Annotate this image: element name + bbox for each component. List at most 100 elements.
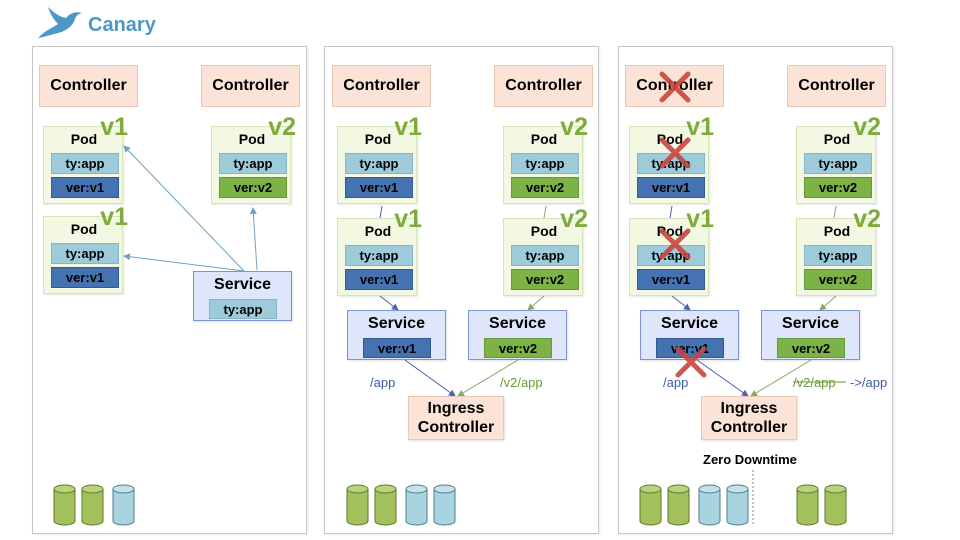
type-label: ty:app bbox=[804, 153, 872, 174]
path-v2-old: /v2/app bbox=[793, 375, 836, 390]
zero-downtime-label: Zero Downtime bbox=[703, 452, 797, 467]
pod-v1: Pod v1 ty:app ver:v1 bbox=[43, 115, 128, 204]
service-title: Service bbox=[661, 315, 718, 332]
version-label: ver:v1 bbox=[345, 269, 413, 290]
version-tag: v1 bbox=[686, 113, 714, 141]
version-label: ver:v1 bbox=[345, 177, 413, 198]
bird-icon bbox=[38, 7, 82, 38]
path-v1: /app bbox=[663, 375, 689, 390]
version-label: ver:v1 bbox=[637, 269, 705, 290]
version-label: ver:v2 bbox=[804, 269, 872, 290]
service-title: Service bbox=[214, 276, 271, 293]
version-tag: v1 bbox=[394, 205, 422, 233]
service-v2: Service ver:v2 bbox=[761, 310, 860, 360]
pod-label: Pod bbox=[364, 223, 392, 239]
ingress-controller: Ingress Controller bbox=[701, 396, 797, 440]
cross-icon bbox=[659, 137, 691, 169]
version-tag: v2 bbox=[560, 205, 588, 233]
pod-label: Pod bbox=[70, 131, 98, 147]
type-label: ty:app bbox=[345, 153, 413, 174]
version-tag: v1 bbox=[100, 203, 128, 231]
database-icon bbox=[405, 484, 428, 526]
version-label: ver:v1 bbox=[51, 177, 119, 198]
version-label: ver:v2 bbox=[511, 269, 579, 290]
pod-label: Pod bbox=[364, 131, 392, 147]
version-tag: v1 bbox=[686, 205, 714, 233]
database-icon bbox=[433, 484, 456, 526]
service-title: Service bbox=[489, 315, 546, 332]
service-selector: ver:v2 bbox=[484, 338, 552, 358]
ingress-line-2: Controller bbox=[710, 419, 788, 436]
database-icon bbox=[824, 484, 847, 526]
type-label: ty:app bbox=[637, 245, 705, 266]
service-selector: ver:v1 bbox=[363, 338, 431, 358]
service-selector: ver:v2 bbox=[777, 338, 845, 358]
pod-v1: Pod v1 ty:app ver:v1 bbox=[629, 207, 714, 296]
service: Service ty:app bbox=[193, 271, 292, 321]
type-label: ty:app bbox=[511, 153, 579, 174]
pod-v1: Pod v1 ty:app ver:v1 bbox=[337, 115, 422, 204]
path-v2-new: ->/app bbox=[850, 375, 888, 390]
pod-label: Pod bbox=[530, 223, 558, 239]
pod-label: Pod bbox=[823, 131, 851, 147]
version-tag: v2 bbox=[853, 113, 881, 141]
database-icon bbox=[112, 484, 135, 526]
controller-v1: Controller bbox=[332, 65, 431, 107]
type-label: ty:app bbox=[51, 243, 119, 264]
database-icon bbox=[53, 484, 76, 526]
version-label: ver:v1 bbox=[637, 177, 705, 198]
version-tag: v2 bbox=[560, 113, 588, 141]
path-v2: /v2/app bbox=[500, 375, 543, 390]
database-icon bbox=[698, 484, 721, 526]
database-icon bbox=[346, 484, 369, 526]
controller-v1: Controller bbox=[39, 65, 138, 107]
version-tag: v2 bbox=[268, 113, 296, 141]
version-tag: v2 bbox=[853, 205, 881, 233]
version-tag: v1 bbox=[100, 113, 128, 141]
version-label: ver:v2 bbox=[804, 177, 872, 198]
ingress-line-1: Ingress bbox=[427, 400, 485, 417]
controller-v2: Controller bbox=[494, 65, 593, 107]
pod-v1: Pod v1 ty:app ver:v1 bbox=[337, 207, 422, 296]
service-title: Service bbox=[782, 315, 839, 332]
type-label: ty:app bbox=[511, 245, 579, 266]
service-v2: Service ver:v2 bbox=[468, 310, 567, 360]
type-label: ty:app bbox=[51, 153, 119, 174]
controller-v2: Controller bbox=[201, 65, 300, 107]
controller-v2: Controller bbox=[787, 65, 886, 107]
pod-v2: Pod v2 ty:app ver:v2 bbox=[503, 207, 588, 296]
service-title: Service bbox=[368, 315, 425, 332]
page-title: Canary bbox=[88, 13, 156, 36]
service-v1: Service ver:v1 bbox=[640, 310, 739, 360]
database-icon bbox=[374, 484, 397, 526]
type-label: ty:app bbox=[219, 153, 287, 174]
database-icon bbox=[81, 484, 104, 526]
service-v1: Service ver:v1 bbox=[347, 310, 446, 360]
pod-label: Pod bbox=[70, 221, 98, 237]
type-label: ty:app bbox=[804, 245, 872, 266]
pod-label: Pod bbox=[238, 131, 266, 147]
pod-label: Pod bbox=[530, 131, 558, 147]
type-label: ty:app bbox=[345, 245, 413, 266]
version-label: ver:v1 bbox=[51, 267, 119, 288]
ingress-line-2: Controller bbox=[417, 419, 495, 436]
service-selector: ty:app bbox=[209, 299, 277, 319]
version-tag: v1 bbox=[394, 113, 422, 141]
database-icon bbox=[726, 484, 749, 526]
cross-icon bbox=[675, 346, 707, 378]
pod-v2: Pod v2 ty:app ver:v2 bbox=[211, 115, 296, 204]
ingress-line-1: Ingress bbox=[720, 400, 778, 417]
pod-v1: Pod v1 ty:app ver:v1 bbox=[43, 205, 128, 294]
version-label: ver:v2 bbox=[511, 177, 579, 198]
cross-icon bbox=[659, 228, 691, 260]
pod-v2: Pod v2 ty:app ver:v2 bbox=[503, 115, 588, 204]
cross-icon bbox=[659, 71, 691, 103]
pod-v2: Pod v2 ty:app ver:v2 bbox=[796, 115, 881, 204]
database-icon bbox=[639, 484, 662, 526]
database-icon bbox=[667, 484, 690, 526]
pod-label: Pod bbox=[823, 223, 851, 239]
ingress-controller: Ingress Controller bbox=[408, 396, 504, 440]
path-v1: /app bbox=[370, 375, 396, 390]
header: Canary bbox=[36, 4, 156, 42]
pod-v2: Pod v2 ty:app ver:v2 bbox=[796, 207, 881, 296]
